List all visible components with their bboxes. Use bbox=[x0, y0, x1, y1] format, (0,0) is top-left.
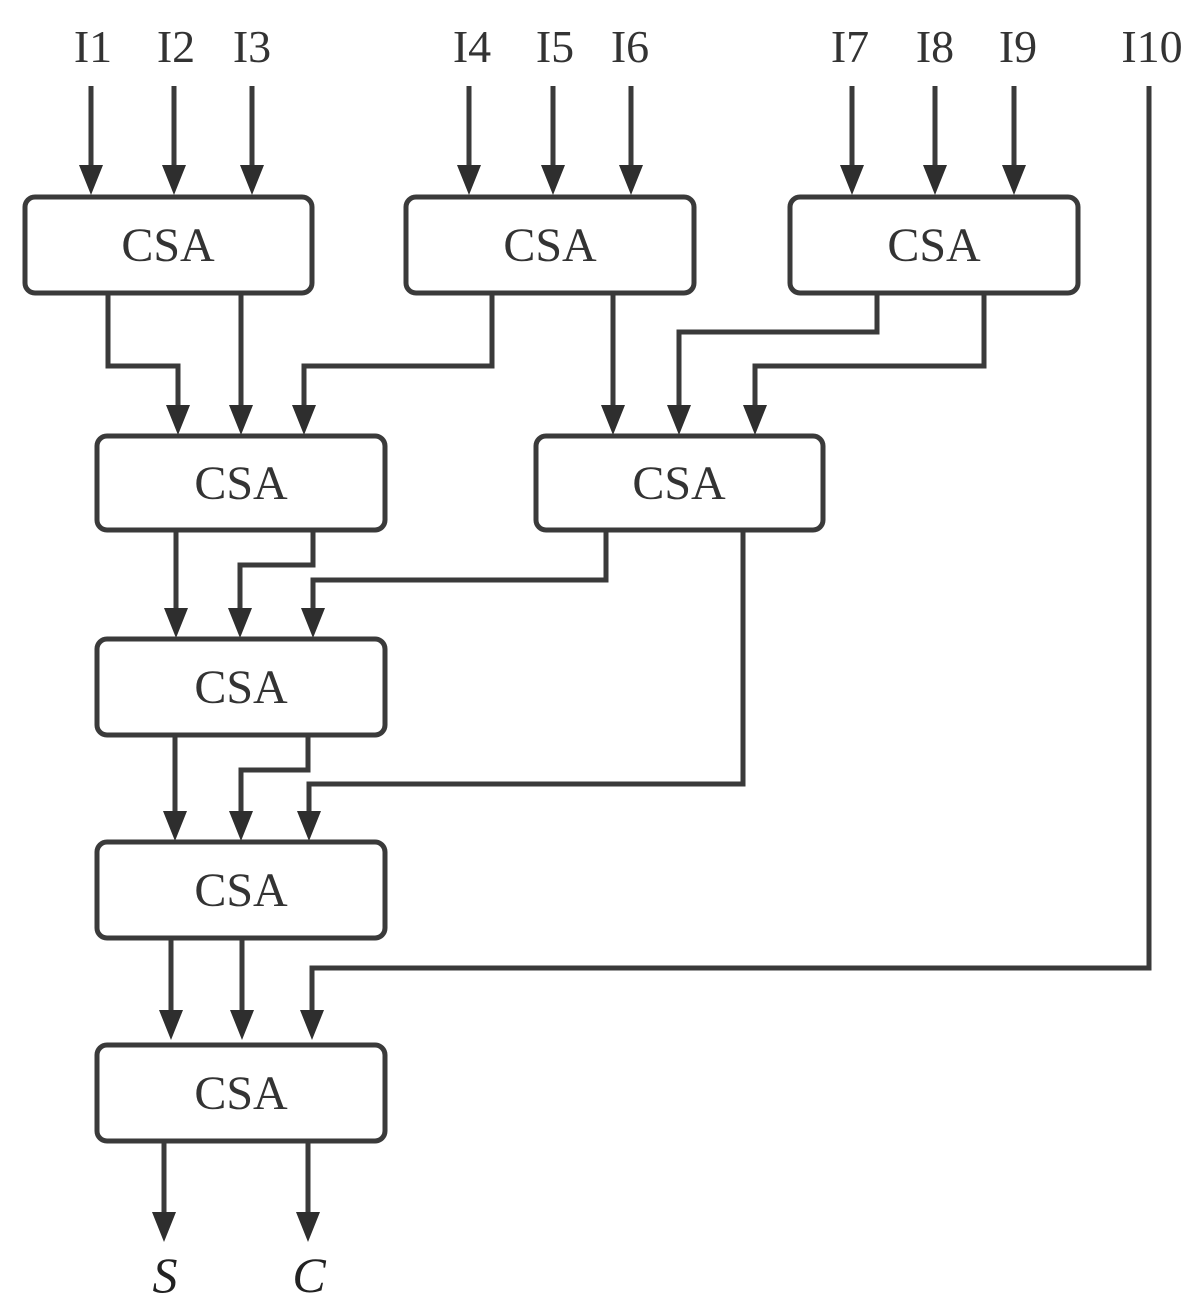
wire-csa4-csa6-b bbox=[237, 530, 316, 608]
arrowhead-icon bbox=[1002, 165, 1026, 195]
csa-block-5: CSA bbox=[533, 433, 826, 533]
output-label-s: S bbox=[153, 1247, 178, 1299]
wire-csa1-csa4-a bbox=[105, 293, 181, 405]
arrowhead-icon bbox=[923, 165, 947, 195]
arrowhead-icon bbox=[292, 405, 316, 435]
wire-csa6-csa7-b bbox=[238, 735, 311, 811]
csa-label: CSA bbox=[503, 219, 597, 272]
wire-csa2-csa4 bbox=[301, 293, 495, 405]
input-label-i10: I10 bbox=[1121, 21, 1182, 72]
input-label-i3: I3 bbox=[233, 21, 271, 72]
arrowhead-icon bbox=[230, 1010, 254, 1040]
wires bbox=[88, 86, 1152, 1212]
arrowhead-icon bbox=[152, 1212, 176, 1242]
arrowhead-icon bbox=[601, 405, 625, 435]
wire-csa5-csa7 bbox=[306, 530, 746, 811]
csa-block-1: CSA bbox=[22, 194, 315, 296]
input-label-i9: I9 bbox=[999, 21, 1037, 72]
input-label-i5: I5 bbox=[536, 21, 574, 72]
input-label-i2: I2 bbox=[157, 21, 195, 72]
output-label-c: C bbox=[292, 1247, 326, 1299]
arrowhead-icon bbox=[840, 165, 864, 195]
arrowhead-icon bbox=[301, 608, 325, 638]
arrowhead-icon bbox=[229, 405, 253, 435]
arrowhead-icon bbox=[164, 608, 188, 638]
wire-i10 bbox=[309, 86, 1152, 1010]
arrowhead-icon bbox=[300, 1010, 324, 1040]
arrowhead-icon bbox=[166, 405, 190, 435]
csa-label: CSA bbox=[194, 661, 288, 714]
input-label-i6: I6 bbox=[611, 21, 649, 72]
arrowhead-icon bbox=[228, 608, 252, 638]
arrowhead-icon bbox=[296, 1212, 320, 1242]
wire-csa3-csa5-b bbox=[752, 293, 987, 405]
arrowhead-icon bbox=[619, 165, 643, 195]
arrowhead-icon bbox=[743, 405, 767, 435]
csa-block-3: CSA bbox=[787, 194, 1081, 296]
csa-label: CSA bbox=[194, 457, 288, 510]
csa-block-8: CSA bbox=[94, 1042, 388, 1144]
input-label-i8: I8 bbox=[916, 21, 954, 72]
arrowhead-icon bbox=[240, 165, 264, 195]
arrowhead-icon bbox=[457, 165, 481, 195]
arrowhead-icon bbox=[162, 165, 186, 195]
wire-csa5-csa6 bbox=[310, 530, 609, 608]
arrowhead-icon bbox=[667, 405, 691, 435]
csa-block-6: CSA bbox=[94, 636, 388, 738]
input-label-i1: I1 bbox=[74, 21, 112, 72]
arrowhead-icon bbox=[229, 811, 253, 841]
csa-block-2: CSA bbox=[403, 194, 697, 296]
arrowheads bbox=[79, 165, 1026, 1242]
input-label-i4: I4 bbox=[453, 21, 491, 72]
csa-label: CSA bbox=[121, 219, 215, 272]
csa-block-7: CSA bbox=[94, 839, 388, 941]
arrowhead-icon bbox=[297, 811, 321, 841]
csa-label: CSA bbox=[194, 1067, 288, 1120]
csa-label: CSA bbox=[194, 864, 288, 917]
input-label-i7: I7 bbox=[831, 21, 869, 72]
arrowhead-icon bbox=[163, 811, 187, 841]
arrowhead-icon bbox=[79, 165, 103, 195]
arrowhead-icon bbox=[541, 165, 565, 195]
csa-label: CSA bbox=[887, 219, 981, 272]
wire-csa3-csa5-a bbox=[676, 293, 880, 405]
csa-label: CSA bbox=[632, 457, 726, 510]
csa-block-4: CSA bbox=[94, 433, 388, 533]
arrowhead-icon bbox=[159, 1010, 183, 1040]
